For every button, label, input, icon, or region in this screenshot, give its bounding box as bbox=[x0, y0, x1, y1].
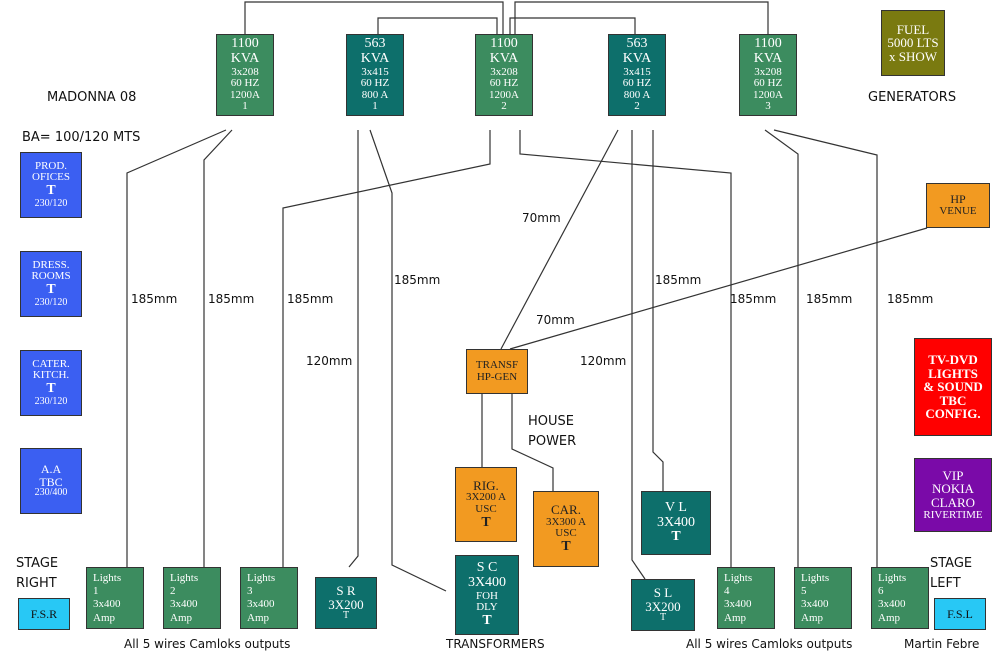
cable-label: 70mm bbox=[536, 313, 575, 327]
generators-heading: GENERATORS bbox=[868, 90, 957, 105]
cable bbox=[369, 129, 447, 592]
fsr-box: F.S.R bbox=[18, 598, 70, 630]
bus-wire bbox=[509, 17, 636, 34]
cable bbox=[652, 130, 664, 491]
bus-wire bbox=[514, 1, 769, 34]
cable bbox=[282, 130, 491, 567]
fsl-box: F.S.L bbox=[934, 598, 986, 630]
house-power-label-1: HOUSE bbox=[528, 414, 574, 429]
camloks-note-right: All 5 wires Camloks outputs bbox=[686, 637, 853, 651]
cable bbox=[511, 394, 554, 491]
diagram-title: MADONNA 08 bbox=[47, 90, 137, 105]
transformers-label: TRANSFORMERS bbox=[446, 637, 545, 651]
cable-label: 185mm bbox=[394, 273, 441, 287]
cable-label: 70mm bbox=[522, 211, 561, 225]
cable-label: 185mm bbox=[655, 273, 702, 287]
cable bbox=[773, 129, 878, 567]
stage-left-label-1: STAGE bbox=[930, 556, 973, 571]
cable-label: 185mm bbox=[730, 292, 777, 306]
house-power-label-2: POWER bbox=[528, 434, 577, 449]
bus-wire bbox=[377, 17, 498, 34]
camloks-note-left: All 5 wires Camloks outputs bbox=[124, 637, 291, 651]
distance-note: BA= 100/120 MTS bbox=[22, 130, 141, 145]
cable-label: 120mm bbox=[306, 354, 353, 368]
cable bbox=[500, 129, 619, 350]
bus-wire bbox=[244, 1, 504, 34]
cable bbox=[348, 130, 359, 568]
cable-label: 185mm bbox=[208, 292, 255, 306]
cable-label: 185mm bbox=[287, 292, 334, 306]
cable bbox=[519, 130, 732, 567]
cable bbox=[509, 227, 928, 350]
author-credit: Martin Febre bbox=[904, 637, 980, 651]
cable bbox=[203, 129, 233, 567]
cable bbox=[126, 129, 227, 567]
stage-left-label-2: LEFT bbox=[930, 576, 961, 591]
cable bbox=[764, 129, 799, 567]
stage-right-label-1: STAGE bbox=[16, 556, 59, 571]
cable-label: 120mm bbox=[580, 354, 627, 368]
stage-right-label-2: RIGHT bbox=[16, 576, 57, 591]
cable bbox=[631, 130, 646, 580]
cable-label: 185mm bbox=[806, 292, 853, 306]
cable-label: 185mm bbox=[887, 292, 934, 306]
cable-label: 185mm bbox=[131, 292, 178, 306]
